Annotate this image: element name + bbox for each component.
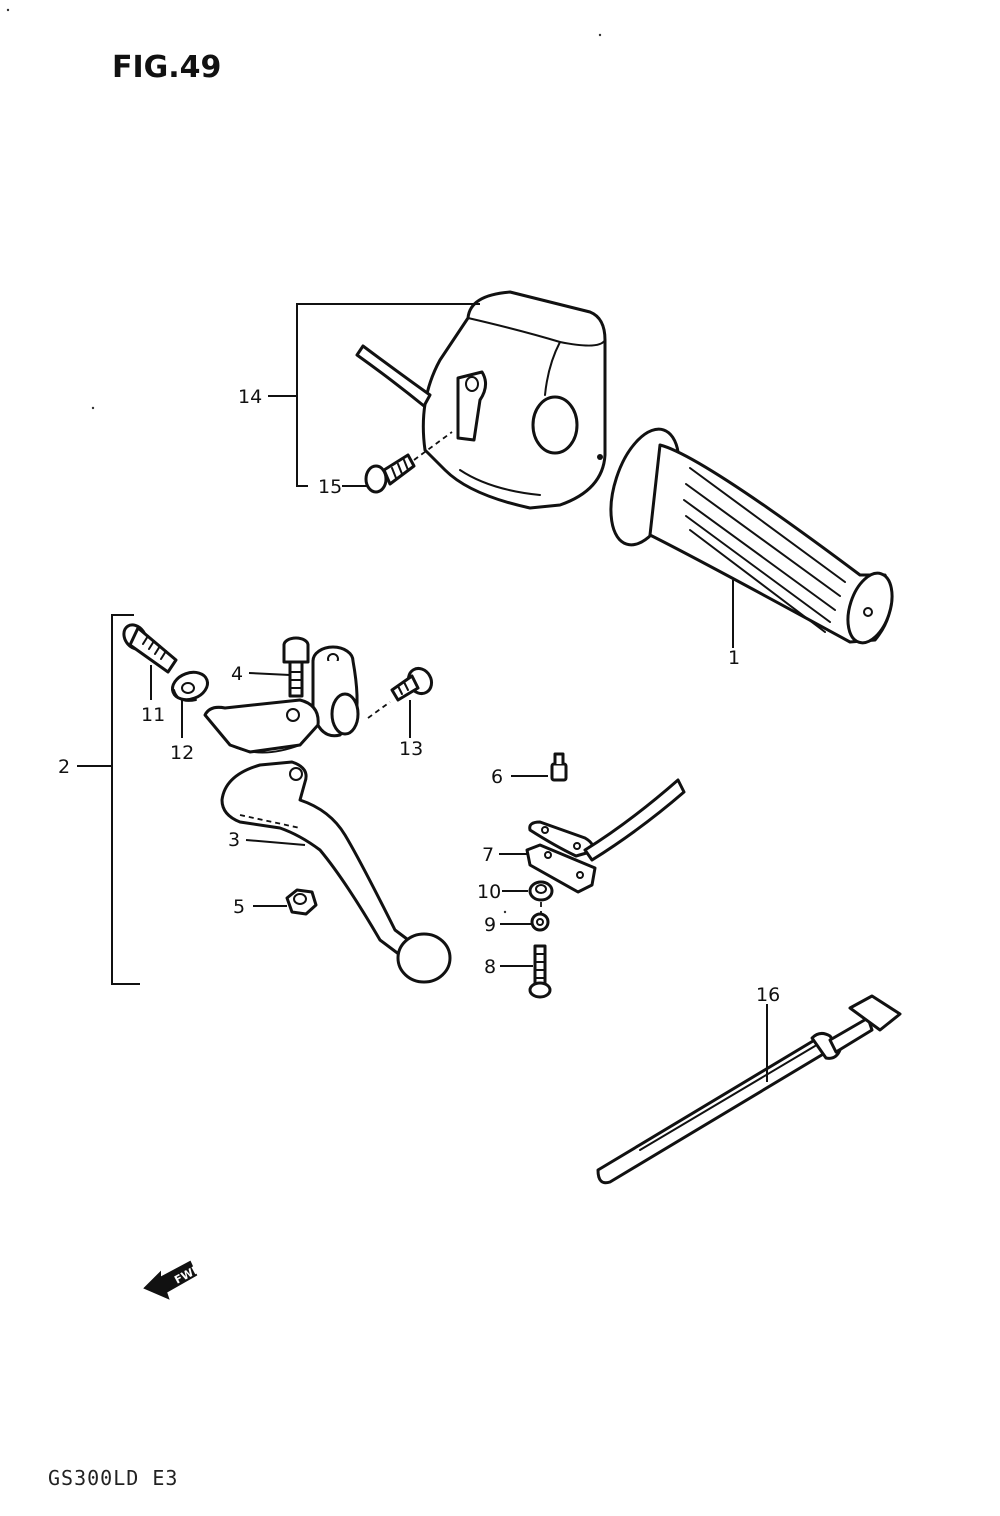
callout-5: 5 xyxy=(233,896,245,918)
lever-nut-part xyxy=(285,888,318,916)
grip-part xyxy=(609,427,894,645)
callout-4: 4 xyxy=(231,663,243,685)
screw-axis-line xyxy=(413,431,453,461)
figure-title: FIG.49 xyxy=(112,50,222,85)
callout-16: 16 xyxy=(756,984,780,1006)
lock-washer-part xyxy=(530,912,550,932)
screw-part xyxy=(364,453,416,494)
fwd-arrow-icon: FWD xyxy=(143,1260,204,1300)
cable-tie-part xyxy=(596,994,902,1185)
plate-nut-part xyxy=(528,880,554,902)
scan-speck xyxy=(91,406,95,410)
bracket-bolt-part xyxy=(282,636,310,698)
lever-bracket-part xyxy=(203,645,360,754)
callout-11: 11 xyxy=(141,704,165,726)
pivot-bolt-part xyxy=(122,623,178,674)
stop-switch-part xyxy=(550,752,568,782)
switch-wire xyxy=(355,344,432,408)
callout-15: 15 xyxy=(318,476,342,498)
washer-part xyxy=(171,670,209,702)
clamp-screw-part xyxy=(390,666,434,702)
callout-8: 8 xyxy=(484,956,496,978)
callout-13: 13 xyxy=(399,738,423,760)
model-code: GS300LD E3 xyxy=(48,1466,179,1490)
switch-plate-part xyxy=(525,778,686,894)
callout-12: 12 xyxy=(170,742,194,764)
callout-2: 2 xyxy=(58,756,70,778)
callout-10: 10 xyxy=(477,881,501,903)
scan-speck xyxy=(6,8,10,12)
callout-1: 1 xyxy=(728,647,740,669)
callout-6: 6 xyxy=(491,766,503,788)
bracket-axis-line xyxy=(367,701,391,719)
leader-lines xyxy=(77,303,768,1082)
switch-housing-part xyxy=(421,290,607,510)
clutch-lever-part xyxy=(220,760,452,984)
callout-3: 3 xyxy=(228,829,240,851)
scan-speck xyxy=(598,33,602,37)
scan-speck xyxy=(503,910,507,914)
plate-screw-part xyxy=(528,944,552,999)
callout-14: 14 xyxy=(238,386,262,408)
callout-9: 9 xyxy=(484,914,496,936)
callout-labels: 1 2 3 4 5 6 7 8 9 10 11 12 13 14 15 16 xyxy=(58,386,780,1006)
callout-7: 7 xyxy=(482,844,494,866)
